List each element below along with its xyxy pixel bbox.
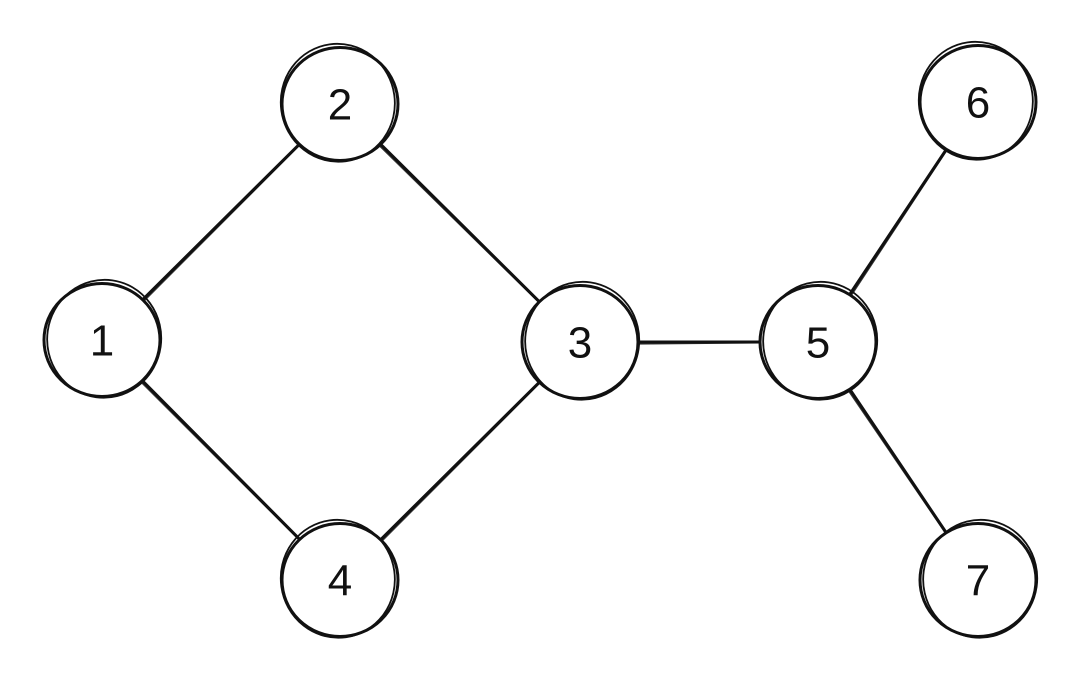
node-label: 3 (568, 319, 592, 368)
edge-4-3 (379, 381, 541, 542)
nodes-layer: 1 2 3 4 5 6 7 (42, 40, 1039, 639)
node-circle (918, 522, 1038, 638)
node-circle-sketch (762, 280, 879, 401)
node-1: 1 (42, 278, 163, 399)
node-circle-sketch (279, 518, 396, 639)
edge-3-5 (636, 340, 762, 345)
node-4: 4 (279, 518, 400, 639)
edge-1-2 (141, 143, 301, 302)
node-circle-sketch (279, 42, 396, 163)
edge-5-6 (848, 148, 948, 296)
node-7: 7 (918, 518, 1039, 639)
edge-5-7 (848, 388, 948, 534)
node-3: 3 (520, 280, 641, 401)
node-circle (280, 522, 400, 638)
edge-1-4 (140, 379, 301, 541)
node-circle (42, 282, 162, 398)
node-circle-sketch (46, 278, 163, 399)
node-label: 7 (966, 557, 990, 606)
node-circle-sketch (524, 280, 641, 401)
node-6: 6 (917, 40, 1038, 161)
node-circle (280, 46, 400, 162)
node-circle (520, 284, 640, 400)
node-circle-sketch (917, 40, 1034, 161)
edges-layer (140, 143, 948, 542)
edge-2-3 (379, 143, 541, 303)
node-5: 5 (758, 280, 879, 401)
node-label: 1 (90, 317, 114, 366)
node-2: 2 (279, 42, 400, 163)
node-label: 4 (328, 557, 352, 606)
node-label: 2 (328, 81, 352, 130)
node-label: 5 (806, 319, 830, 368)
node-circle-sketch (922, 518, 1039, 639)
node-circle (918, 44, 1038, 160)
node-circle (758, 284, 878, 400)
node-label: 6 (966, 79, 990, 128)
